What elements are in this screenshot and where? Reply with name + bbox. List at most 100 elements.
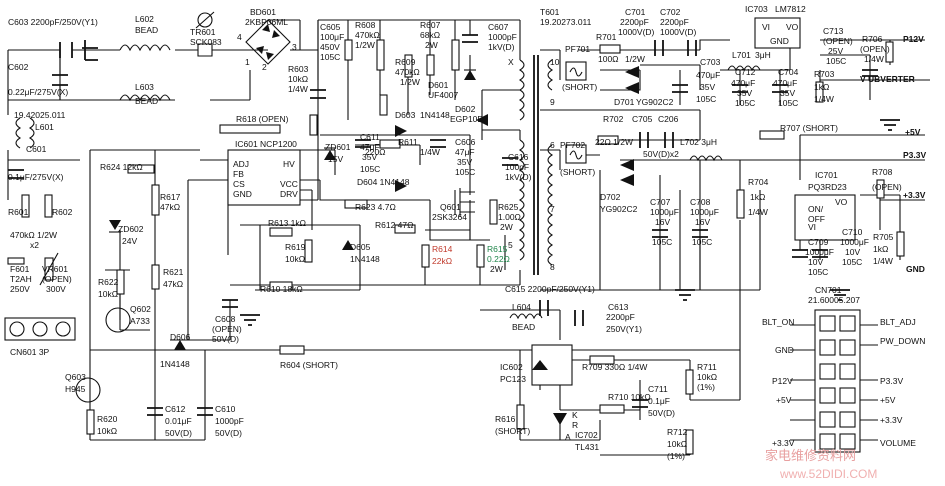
label-c606b: 47μF <box>455 147 475 157</box>
label-c709b: 1000μF <box>805 247 834 257</box>
label-p33b: +3.3V <box>880 415 903 425</box>
label-x: X <box>508 57 514 67</box>
label-c705: C705 <box>632 114 653 124</box>
label-r704b: 1kΩ <box>750 192 765 202</box>
label-r616a: R616 <box>495 414 516 424</box>
label-zd602b: 24V <box>122 236 137 246</box>
label-c710d: 105C <box>842 257 862 267</box>
label-c708d: 105C <box>692 237 712 247</box>
label-d604: D604 1N4148 <box>357 177 410 187</box>
label-tr601b: SCK083 <box>190 37 222 47</box>
label-r607b: 68kΩ <box>420 30 440 40</box>
label-c708b: 1000μF <box>690 207 719 217</box>
label-r709: R709 330Ω 1/4W <box>582 362 647 372</box>
label-p5v: +5V <box>905 127 921 137</box>
label-pin-k: K <box>572 410 578 420</box>
label-r609a: R609 <box>395 57 416 67</box>
label-r608c: 1/2W <box>355 40 375 50</box>
label-n6: 6 <box>550 140 555 150</box>
label-pin-drv: DRV <box>280 189 298 199</box>
label-l702: L702 3μH <box>680 137 717 147</box>
label-c611c: 35V <box>362 152 377 162</box>
label-cn601: CN601 3P <box>10 347 50 357</box>
label-pin-gnd2: GND <box>770 36 789 46</box>
label-c616a: C616 <box>508 152 529 162</box>
component-labels: C603 2200pF/250V(Y1) L602 BEAD TR601 SCK… <box>8 4 926 481</box>
label-r603b: 10kΩ <box>288 74 308 84</box>
label-c702b: 2200pF <box>660 17 689 27</box>
label-r611a: R611 <box>398 137 418 147</box>
label-pin-vo: VO <box>786 22 799 32</box>
label-p33c: +3.3V <box>772 438 795 448</box>
label-r611c: 1/4W <box>420 147 440 157</box>
label-r618: R618 (OPEN) <box>236 114 289 124</box>
label-c608c: 50V(D) <box>212 334 239 344</box>
label-vr601c: 300V <box>46 284 66 294</box>
label-p12v: P12V <box>903 34 924 44</box>
label-r701b: 100Ω <box>598 54 619 64</box>
label-pin-fb: FB <box>233 169 244 179</box>
label-r703c: 1/4W <box>814 94 834 104</box>
label-c615: C615 2200pF/250V(Y1) <box>505 284 595 294</box>
label-f601a: F601 <box>10 264 30 274</box>
label-c610c: 50V(D) <box>215 428 242 438</box>
label-r609c: 1/2W <box>400 77 420 87</box>
label-ic602a: IC602 <box>500 362 523 372</box>
label-r703b: 1kΩ <box>814 82 829 92</box>
label-l604: L604 <box>512 302 531 312</box>
label-r603c: 1/4W <box>288 84 308 94</box>
label-d701: D701 <box>614 97 635 107</box>
label-pin-on: ON/ <box>808 204 824 214</box>
label-r712b: 10kΩ <box>667 439 687 449</box>
label-r706c: 1/4W <box>864 54 884 64</box>
label-ic701a: IC701 <box>815 170 838 180</box>
label-zd601b: 15V <box>328 154 343 164</box>
label-r617a: R617 <box>160 192 181 202</box>
label-r615c: 2W <box>490 264 503 274</box>
label-ic701b: PQ3RD23 <box>808 182 847 192</box>
label-c606d: 105C <box>455 167 475 177</box>
label-c708a: C708 <box>690 197 711 207</box>
label-r614b: 22kΩ <box>432 256 452 266</box>
label-c610a: C610 <box>215 404 236 414</box>
label-l602b: BEAD <box>135 25 158 35</box>
label-r601a: R601 <box>8 207 29 217</box>
label-pin-cs: CS <box>233 179 245 189</box>
label-cn-gnd: GND <box>775 345 794 355</box>
label-c708c: 16V <box>695 217 710 227</box>
label-pin-adj: ADJ <box>233 159 249 169</box>
label-c712c: 35V <box>737 88 752 98</box>
label-r614a: R614 <box>432 244 453 254</box>
label-c616c: 1kV(D) <box>505 172 532 182</box>
label-d702b: YG902C2 <box>600 204 638 214</box>
label-pin-vi2: VI <box>808 222 816 232</box>
label-l603: L603 <box>135 82 154 92</box>
label-bd601b: 2KBP06ML <box>245 17 288 27</box>
label-r622a: R622 <box>98 277 119 287</box>
label-c608b: (OPEN) <box>212 324 242 334</box>
label-c711b: 0.1μF <box>648 396 670 406</box>
label-r702: R702 <box>603 114 624 124</box>
label-c710a: C710 <box>842 227 863 237</box>
label-c701c: 1000V(D) <box>618 27 655 37</box>
label-ic602b: PC123 <box>500 374 526 384</box>
label-d601b: UF4007 <box>428 90 459 100</box>
label-r607c: 2W <box>425 40 438 50</box>
label-f601b: T2AH <box>10 274 32 284</box>
label-volume: VOLUME <box>880 438 916 448</box>
label-c711c: 50V(D) <box>648 408 675 418</box>
label-c613a: C613 <box>608 302 629 312</box>
label-r620a: R620 <box>97 414 118 424</box>
label-r704a: R704 <box>748 177 769 187</box>
label-r625c: 2W <box>500 222 513 232</box>
label-q603b: H945 <box>65 384 86 394</box>
label-p5vb: +5V <box>880 395 896 405</box>
label-r611b: 220Ω <box>365 147 386 157</box>
label-r707: R707 (SHORT) <box>780 123 838 133</box>
label-c709d: 105C <box>808 267 828 277</box>
label-d605a: D605 <box>350 242 371 252</box>
label-ic601: IC601 NCP1200 <box>235 139 297 149</box>
label-n7: 7 <box>550 204 555 214</box>
label-n1: 1 <box>245 57 250 67</box>
label-p33v: P3.3V <box>903 150 926 160</box>
